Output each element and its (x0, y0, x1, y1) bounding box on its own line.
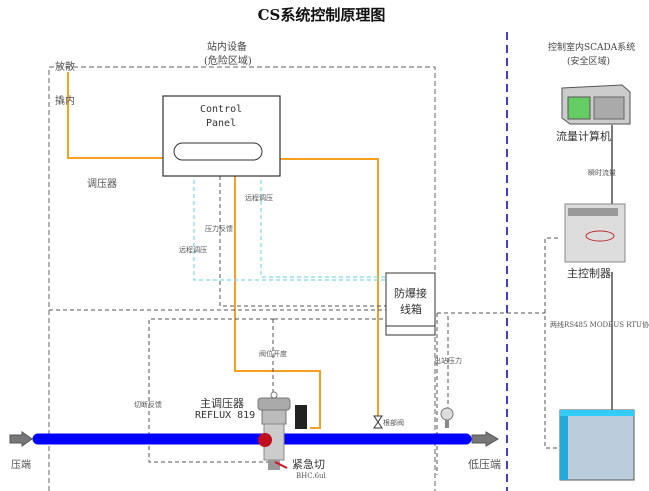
vent-label: 放散 (55, 62, 75, 73)
control-panel-label-2: Panel (206, 118, 237, 129)
main-regulator-model: REFLUX 819 (195, 410, 256, 421)
control-room-title: 控制室内SCADA系统 (548, 43, 636, 53)
outlet-arrow-icon (471, 431, 499, 447)
root-valve-icon (373, 415, 383, 429)
instant-flow-label: 瞬时流量 (588, 169, 616, 177)
remote-adjust-line-2 (260, 180, 387, 278)
relief-inner-label: 撬内 (55, 96, 75, 107)
valve-opening-label: 阀位开度 (259, 350, 287, 358)
low-pressure-end-label: 低压端 (468, 458, 501, 471)
station-zone-subtitle: (危险区域) (204, 56, 252, 67)
rs485-line (544, 237, 560, 449)
main-controller-icon (564, 203, 626, 263)
main-regulator-icon (257, 391, 307, 470)
rs485-label: 两线RS485 MODBUS RTU协 (550, 321, 649, 329)
junction-box-label-1: 防爆接 (394, 287, 427, 300)
remote-adjust-label-left: 远程调压 (179, 246, 207, 254)
station-zone-title: 站内设备 (207, 42, 247, 53)
root-valve-label: 根部阀 (383, 419, 404, 427)
pressure-feedback-label: 压力反馈 (205, 225, 233, 233)
root-valve-line (280, 158, 379, 420)
control-panel-label-1: Control (200, 104, 243, 115)
regulator-pilot-line (234, 176, 321, 429)
control-panel-box (162, 95, 281, 177)
high-pressure-end-label: 压端 (11, 460, 31, 471)
pressure-transmitter-icon (440, 407, 454, 428)
junction-box-label-2: 线箱 (400, 303, 422, 316)
flow-computer-label: 流量计算机 (556, 130, 611, 143)
vent-line (67, 72, 163, 159)
diagram-title: CS系统控制原理图 (257, 6, 386, 24)
scada-hmi-screen-icon (559, 409, 635, 481)
control-room-subtitle: (安全区域) (567, 57, 611, 67)
cutoff-feedback-label: 切断反馈 (134, 401, 162, 409)
remote-adjust-label-right: 远程调压 (245, 194, 273, 202)
flow-computer-icon (561, 84, 631, 125)
inlet-arrow-icon (9, 431, 33, 447)
cutoff-feedback-line (148, 318, 274, 463)
regulator-label: 调压器 (87, 179, 117, 190)
remote-adjust-line-1 (193, 180, 387, 281)
junction-box (385, 272, 436, 336)
main-regulator-label: 主调压器 (200, 397, 244, 410)
emergency-cutoff-label: 紧急切 (292, 458, 325, 471)
emergency-cutoff-model: BHC.6ul (296, 472, 326, 480)
main-controller-label: 主控制器 (567, 267, 611, 280)
outlet-pressure-label: 出站压力 (434, 357, 462, 365)
control-panel-display (173, 142, 263, 161)
pressure-feedback-line (219, 176, 387, 307)
